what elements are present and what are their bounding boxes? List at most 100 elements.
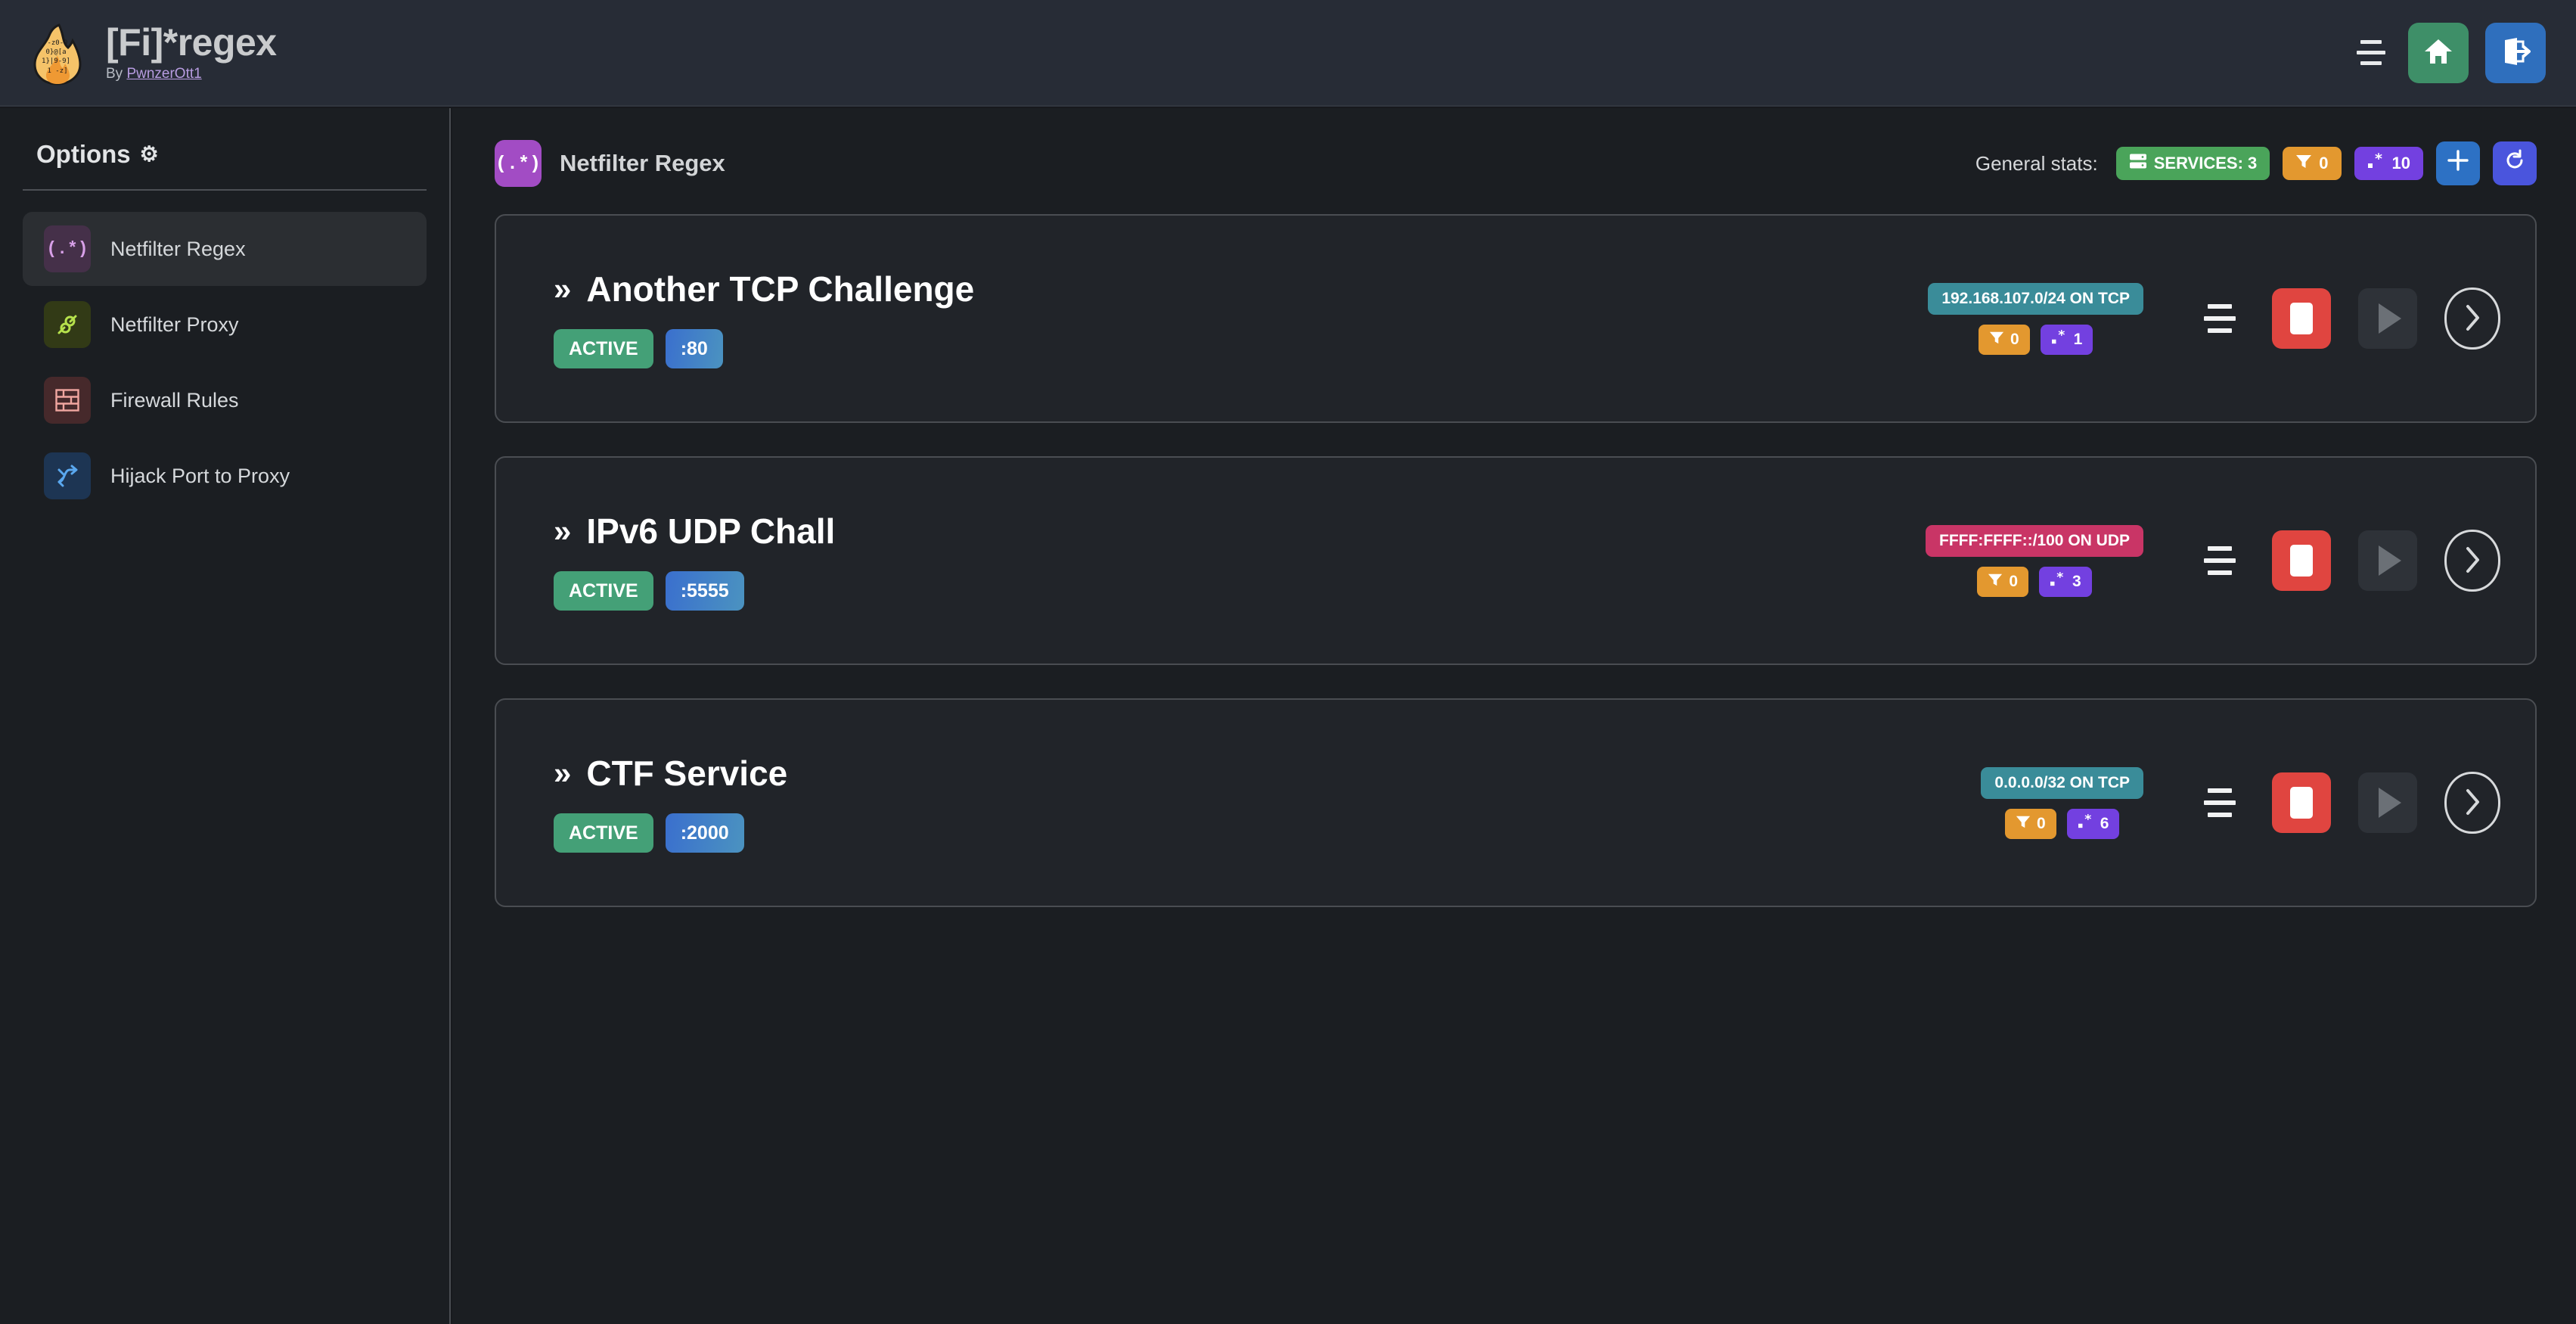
sidebar-item-label: Netfilter Regex (110, 237, 246, 260)
home-button[interactable] (2408, 22, 2469, 83)
regex-star-icon: * (2051, 328, 2068, 350)
top-bar: -z0-9 0}@[a 1}|9-9] 1 -z] [Fi]*regex By … (0, 0, 2576, 107)
status-badge: ACTIVE (554, 813, 653, 853)
general-stats: General stats: SERVICES: 3 0 (1975, 141, 2537, 185)
sidebar-item-label: Netfilter Proxy (110, 312, 239, 336)
stop-button[interactable] (2272, 530, 2331, 591)
hamburger-menu-icon[interactable] (2351, 36, 2391, 70)
refresh-button[interactable] (2493, 141, 2537, 185)
service-card[interactable]: » CTF Service ACTIVE :2000 0.0.0.0/32 ON… (495, 698, 2537, 907)
play-button[interactable] (2358, 772, 2417, 833)
stop-icon (2290, 303, 2313, 334)
play-button[interactable] (2358, 530, 2417, 591)
server-icon (2129, 153, 2147, 174)
open-service-button[interactable] (2444, 287, 2500, 350)
regex-star-icon: * (2050, 570, 2066, 592)
service-list: » Another TCP Challenge ACTIVE :80 192.1… (495, 214, 2537, 907)
service-network-info: 192.168.107.0/24 ON TCP 0 (1928, 282, 2143, 355)
sidebar-divider (23, 189, 427, 191)
service-card[interactable]: » Another TCP Challenge ACTIVE :80 192.1… (495, 214, 2537, 423)
play-icon (2379, 545, 2401, 576)
regex-icon: (.*) (495, 140, 542, 187)
main-content: (.*) Netfilter Regex General stats: SERV… (452, 108, 2576, 1324)
brand: -z0-9 0}@[a 1}|9-9] 1 -z] [Fi]*regex By … (0, 20, 277, 86)
stat-regexes-value: 10 (2391, 154, 2410, 172)
svg-text:0}@[a: 0}@[a (45, 48, 66, 56)
chevron-double-right-icon: » (554, 271, 572, 306)
svg-text:*: * (2084, 814, 2091, 828)
stat-services-badge: SERVICES: 3 (2115, 147, 2270, 180)
regex-star-icon: * (2078, 812, 2094, 834)
gear-icon[interactable]: ⚙ (139, 142, 159, 166)
add-service-button[interactable] (2436, 141, 2480, 185)
counter-row: 0 * 3 (1977, 566, 2092, 597)
filters-count: 0 (2010, 330, 2019, 348)
service-card[interactable]: » IPv6 UDP Chall ACTIVE :5555 FFFF:FFFF:… (495, 456, 2537, 665)
open-service-button[interactable] (2444, 530, 2500, 592)
counter-row: 0 * 6 (2005, 808, 2120, 839)
play-button[interactable] (2358, 288, 2417, 349)
filters-counter: 0 (2005, 808, 2056, 839)
port-badge: :80 (665, 329, 723, 368)
service-badges: ACTIVE :80 (554, 329, 974, 368)
regexes-counter: * 1 (2040, 324, 2093, 355)
sidebar-item-firewall-rules[interactable]: Firewall Rules (23, 363, 427, 437)
chevron-double-right-icon: » (554, 755, 572, 791)
chevron-right-icon (2462, 545, 2483, 577)
brick-wall-icon (44, 377, 91, 424)
main-header: (.*) Netfilter Regex General stats: SERV… (495, 134, 2537, 193)
sidebar-item-netfilter-regex[interactable]: (.*) Netfilter Regex (23, 212, 427, 286)
service-name: IPv6 UDP Chall (586, 511, 836, 551)
service-info: » Another TCP Challenge ACTIVE :80 (554, 269, 974, 368)
logout-button[interactable] (2485, 22, 2546, 83)
filters-counter: 0 (1977, 566, 2028, 597)
general-stats-label: General stats: (1975, 151, 2098, 175)
logout-icon (2500, 36, 2532, 69)
plus-icon (2447, 149, 2469, 178)
svg-text:-z0-9: -z0-9 (47, 39, 67, 47)
filter-icon (2295, 153, 2312, 174)
drag-handle-icon[interactable] (2196, 779, 2243, 826)
svg-text:*: * (2375, 153, 2382, 167)
sidebar-item-hijack-port-to-proxy[interactable]: Hijack Port to Proxy (23, 439, 427, 513)
service-network-info: FFFF:FFFF::/100 ON UDP 0 (1926, 524, 2143, 597)
page-title: Netfilter Regex (560, 150, 725, 176)
chevron-double-right-icon: » (554, 513, 572, 549)
regexes-count: 1 (2073, 330, 2083, 348)
filters-counter: 0 (1978, 324, 2030, 355)
filter-icon (2016, 814, 2031, 834)
app-author-line: By PwnzerOtt1 (106, 66, 277, 82)
stop-button[interactable] (2272, 772, 2331, 833)
drag-handle-icon[interactable] (2196, 537, 2243, 584)
filters-count: 0 (2037, 814, 2046, 832)
stat-filters-badge: 0 (2283, 147, 2342, 180)
service-controls: 0.0.0.0/32 ON TCP 0 (1981, 766, 2500, 839)
author-link[interactable]: PwnzerOtt1 (126, 66, 202, 82)
network-badge: FFFF:FFFF::/100 ON UDP (1926, 524, 2143, 557)
port-badge: :5555 (665, 571, 744, 611)
regexes-counter: * 6 (2066, 808, 2120, 839)
sidebar-title-label: Options (36, 140, 131, 168)
chevron-right-icon (2462, 787, 2483, 819)
stat-filters-value: 0 (2319, 154, 2329, 172)
stop-button[interactable] (2272, 288, 2331, 349)
stat-regexes-badge: * 10 (2354, 147, 2423, 180)
service-title: » IPv6 UDP Chall (554, 511, 835, 552)
open-service-button[interactable] (2444, 772, 2500, 834)
svg-text:1}|9-9]: 1}|9-9] (42, 57, 70, 65)
svg-text:1 -z]: 1 -z] (47, 67, 67, 75)
status-badge: ACTIVE (554, 571, 653, 611)
app-title: [Fi]*regex (106, 20, 277, 64)
service-badges: ACTIVE :5555 (554, 571, 835, 611)
counter-row: 0 * 1 (1978, 324, 2093, 355)
service-network-info: 0.0.0.0/32 ON TCP 0 (1981, 766, 2143, 839)
play-icon (2379, 788, 2401, 818)
service-name: Another TCP Challenge (586, 269, 975, 309)
play-icon (2379, 303, 2401, 334)
status-badge: ACTIVE (554, 329, 653, 368)
drag-handle-icon[interactable] (2196, 295, 2243, 342)
stop-icon (2290, 787, 2313, 819)
sidebar-item-netfilter-proxy[interactable]: Netfilter Proxy (23, 287, 427, 362)
fork-arrow-icon (44, 452, 91, 499)
by-label: By (106, 66, 127, 82)
